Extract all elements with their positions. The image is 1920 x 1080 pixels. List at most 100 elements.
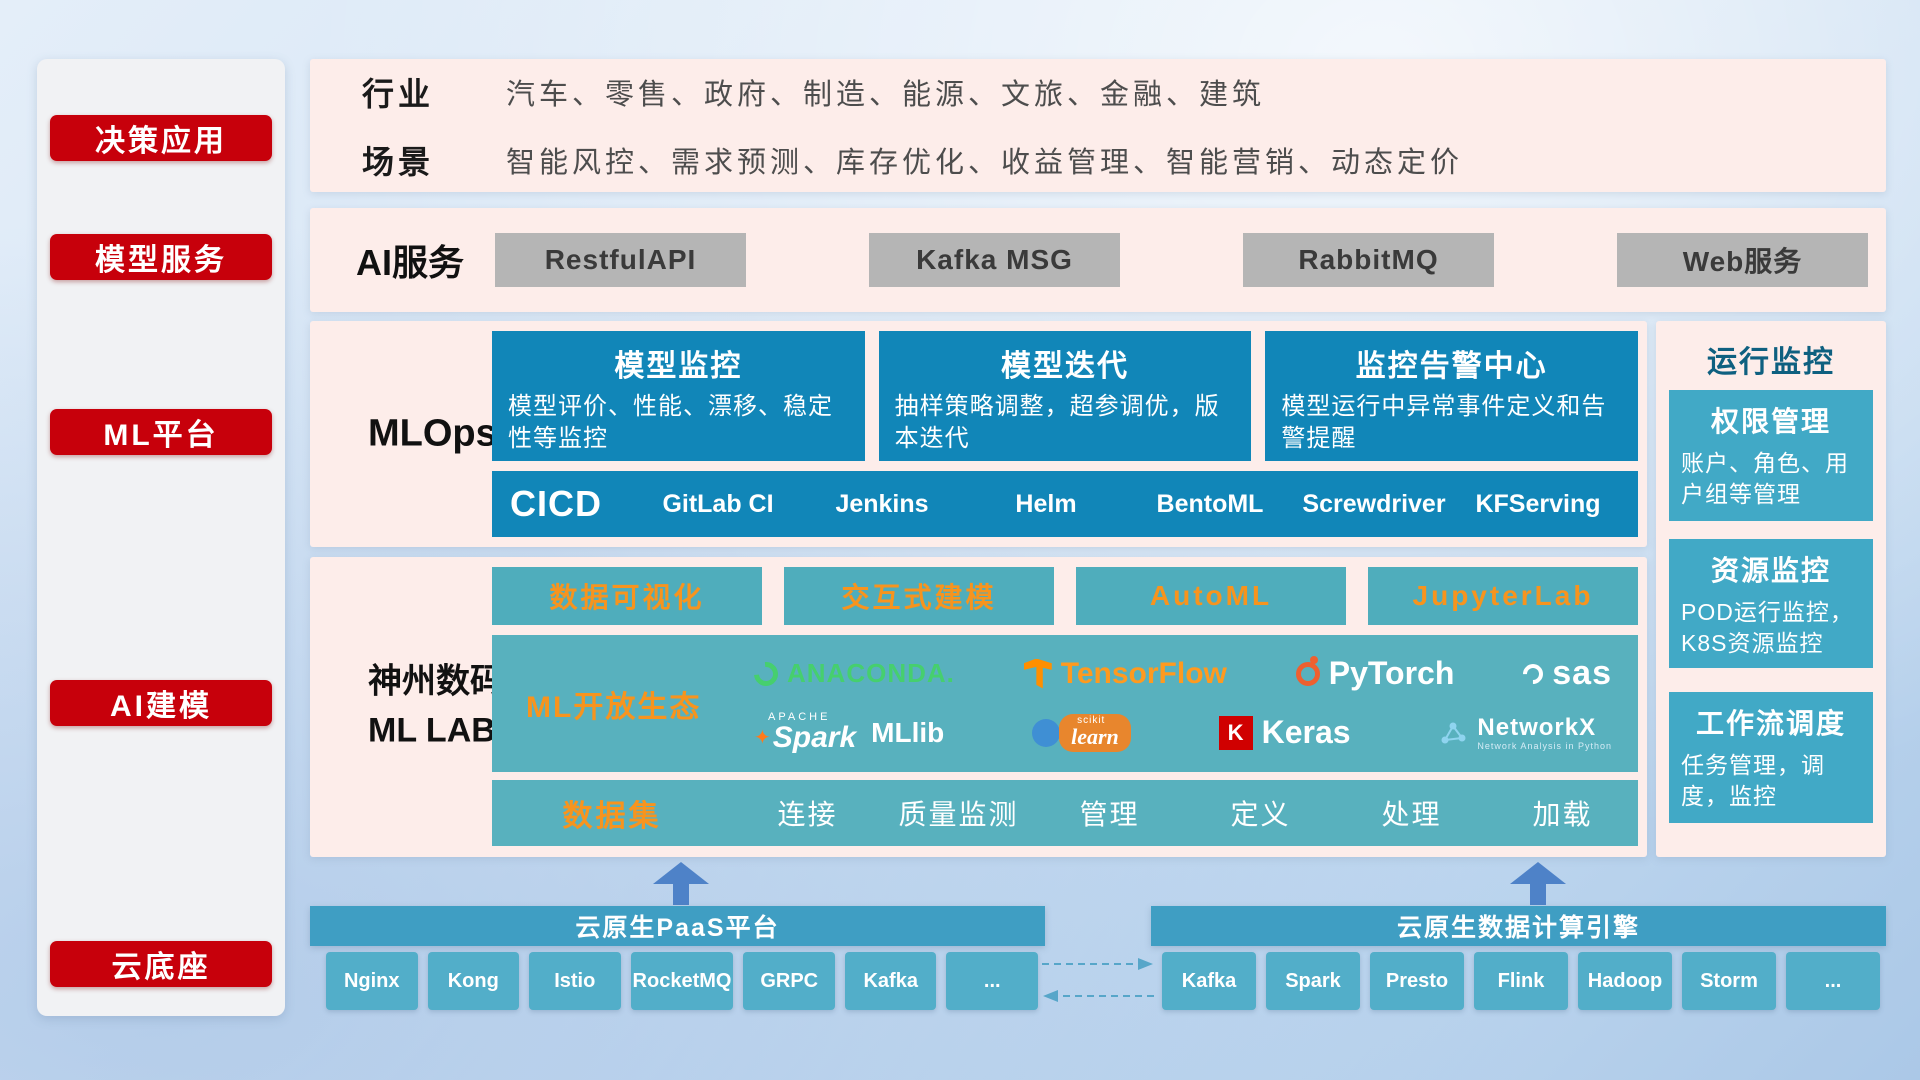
mllab-tools: 数据可视化 交互式建模 AutoML JupyterLab <box>492 567 1638 625</box>
spark-button: Spark <box>1266 952 1360 1010</box>
dataset-process-item: 处理 <box>1381 799 1442 830</box>
keras-label: Keras <box>1261 714 1351 750</box>
spark-apache-label: APACHE <box>768 711 831 723</box>
dataset-label: 数据集 <box>562 800 662 833</box>
networkx-label: NetworkX <box>1477 713 1597 741</box>
up-arrow-left <box>653 862 709 905</box>
dataset-bar: 数据集 连接 质量监测 管理 定义 处理 加载 <box>492 780 1638 846</box>
helm-item: Helm <box>1015 489 1077 518</box>
ai-service-panel: AI服务 RestfulAPI Kafka MSG RabbitMQ Web服务 <box>310 208 1886 312</box>
dataset-define-item: 定义 <box>1230 799 1291 830</box>
more-engine-button: ... <box>1786 952 1880 1010</box>
sas-icon <box>1519 659 1548 688</box>
workflow-schedule-card: 工作流调度 任务管理，调度，监控 <box>1669 692 1873 823</box>
networkx-subtitle: Network Analysis in Python <box>1477 741 1612 752</box>
ml-ecosystem-logos: ANACONDA. TensorFlow PyTorch sas <box>742 635 1624 772</box>
logo-row-top: ANACONDA. TensorFlow PyTorch sas <box>742 654 1624 693</box>
data-engine-header: 云原生数据计算引擎 <box>1151 906 1886 946</box>
mllab-label-line1: 神州数码 <box>368 662 504 701</box>
cicd-title: CICD <box>510 483 602 524</box>
networkx-logo: NetworkX Network Analysis in Python <box>1438 714 1612 752</box>
mlops-cards: 模型监控 模型评价、性能、漂移、稳定性等监控 模型迭代 抽样策略调整，超参调优，… <box>492 331 1639 461</box>
permission-mgmt-card: 权限管理 账户、角色、用户组等管理 <box>1669 390 1873 521</box>
storm-button: Storm <box>1682 952 1776 1010</box>
mllab-label-line2: ML LAB <box>368 712 496 750</box>
card-desc: 任务管理，调度，监控 <box>1681 752 1825 810</box>
tensorflow-label: TensorFlow <box>1060 656 1227 690</box>
scenario-line: 场景 智能风控、需求预测、库存优化、收益管理、智能营销、动态定价 <box>362 137 1886 183</box>
alert-center-card: 监控告警中心 模型运行中异常事件定义和告警提醒 <box>1265 331 1639 461</box>
rocketmq-button: RocketMQ <box>630 952 734 1010</box>
spark-mllib-logo: APACHE ✦Spark MLlib <box>754 712 944 753</box>
dashed-exchange-arrows <box>1042 958 1154 1002</box>
card-desc: 模型评价、性能、漂移、稳定性等监控 <box>508 393 833 452</box>
learn-label: learn <box>1071 723 1119 749</box>
arrow-stem <box>673 884 689 905</box>
ml-open-ecosystem: ML开放生态 ANACONDA. TensorFlow PyTorch <box>492 635 1638 772</box>
pytorch-label: PyTorch <box>1328 655 1455 691</box>
card-title: 资源监控 <box>1710 555 1831 586</box>
spark-label: Spark <box>772 721 857 754</box>
tensorflow-icon <box>1023 658 1052 689</box>
keras-logo: K Keras <box>1218 714 1351 751</box>
layer-model-service: 模型服务 <box>50 234 272 280</box>
mllab-label: 神州数码 ML LAB <box>368 658 504 757</box>
sas-label: sas <box>1552 654 1612 692</box>
scikit-label: scikit <box>1077 714 1106 726</box>
data-visualization-button: 数据可视化 <box>492 567 762 625</box>
mlops-panel: MLOps 模型监控 模型评价、性能、漂移、稳定性等监控 模型迭代 抽样策略调整… <box>310 321 1647 547</box>
scenario-label: 场景 <box>362 143 435 180</box>
jupyterlab-button: JupyterLab <box>1368 567 1638 625</box>
runtime-monitor-title: 运行监控 <box>1707 346 1835 379</box>
flink-button: Flink <box>1474 952 1568 1010</box>
industry-label: 行业 <box>362 75 435 112</box>
tensorflow-logo: TensorFlow <box>1023 656 1227 691</box>
bentoml-item: BentoML <box>1156 489 1264 518</box>
layer-ml-platform: ML平台 <box>50 409 272 455</box>
kafka-msg-button: Kafka MSG <box>869 233 1120 287</box>
layer-ai-modeling: AI建模 <box>50 680 272 726</box>
scikit-learn-badge: scikit learn <box>1059 713 1131 752</box>
dataset-quality-item: 质量监测 <box>898 799 1019 830</box>
grpc-button: GRPC <box>743 952 835 1010</box>
hadoop-button: Hadoop <box>1578 952 1672 1010</box>
interactive-modeling-button: 交互式建模 <box>784 567 1054 625</box>
arrow-head <box>653 862 709 884</box>
layer-decision-app: 决策应用 <box>50 115 272 161</box>
sas-logo: sas <box>1519 654 1612 693</box>
restful-api-button: RestfulAPI <box>495 233 746 287</box>
keras-icon: K <box>1218 715 1253 750</box>
dataset-connect-item: 连接 <box>777 799 838 830</box>
layer-cloud-base: 云底座 <box>50 941 272 987</box>
industry-panel: 行业 汽车、零售、政府、制造、能源、文旅、金融、建筑 场景 智能风控、需求预测、… <box>310 59 1886 192</box>
logo-row-bottom: APACHE ✦Spark MLlib scikit learn K <box>742 712 1624 753</box>
ml-ecosystem-label: ML开放生态 <box>526 690 702 724</box>
automl-button: AutoML <box>1076 567 1346 625</box>
istio-button: Istio <box>529 952 621 1010</box>
kong-button: Kong <box>427 952 520 1010</box>
anaconda-icon <box>749 656 783 691</box>
spark-icon: APACHE ✦Spark <box>754 712 856 753</box>
card-title: 权限管理 <box>1710 406 1831 437</box>
anaconda-logo: ANACONDA. <box>749 656 955 691</box>
scikit-learn-icon <box>1032 718 1061 747</box>
card-title: 模型迭代 <box>1001 350 1129 383</box>
arrow-stem <box>1530 884 1546 905</box>
model-iteration-card: 模型迭代 抽样策略调整，超参调优，版本迭代 <box>878 331 1252 461</box>
card-desc: POD运行监控，K8S资源监控 <box>1681 599 1854 657</box>
more-button: ... <box>946 952 1038 1010</box>
scenario-list: 智能风控、需求预测、库存优化、收益管理、智能营销、动态定价 <box>506 146 1464 179</box>
cicd-bar: CICD GitLab CI Jenkins Helm BentoML Scre… <box>492 471 1638 537</box>
rabbitmq-button: RabbitMQ <box>1243 233 1494 287</box>
mlops-label: MLOps <box>368 412 497 455</box>
scikit-learn-logo: scikit learn <box>1032 713 1131 752</box>
card-title: 模型监控 <box>614 350 743 383</box>
runtime-monitor-panel: 运行监控 权限管理 账户、角色、用户组等管理 资源监控 POD运行监控，K8S资… <box>1656 321 1886 857</box>
industry-list: 汽车、零售、政府、制造、能源、文旅、金融、建筑 <box>506 78 1266 111</box>
industry-line: 行业 汽车、零售、政府、制造、能源、文旅、金融、建筑 <box>362 69 1886 115</box>
web-service-button: Web服务 <box>1617 233 1868 287</box>
kafka-button: Kafka <box>844 952 937 1010</box>
card-desc: 模型运行中异常事件定义和告警提醒 <box>1281 393 1607 452</box>
kafka-engine-button: Kafka <box>1162 952 1256 1010</box>
